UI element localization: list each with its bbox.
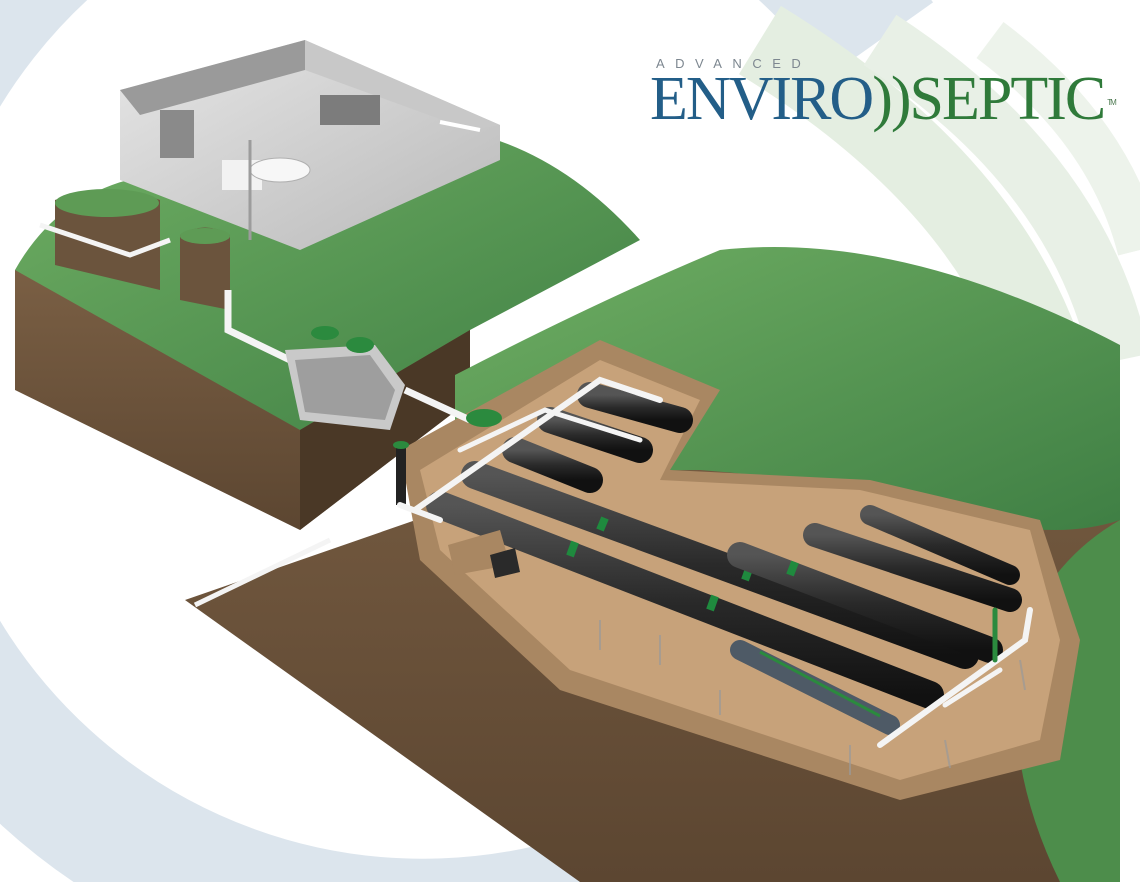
distribution-box [448, 530, 520, 578]
house-drain-pipe [39, 222, 292, 364]
logo-septic-text: SEPTIC [909, 65, 1107, 133]
pipe-row-6 [727, 542, 1003, 663]
septic-tank [285, 326, 405, 430]
logo-enviro-text: ENVIRO [650, 65, 874, 133]
pipe-row-1 [577, 382, 693, 433]
logo-trademark: TM [1107, 98, 1116, 107]
pipe-row-3 [502, 437, 603, 493]
house-lot-terrain [15, 130, 640, 530]
septic-pipe-rows [426, 382, 1022, 735]
pipe-row-5 [426, 491, 944, 709]
flow-arrows [599, 620, 1026, 775]
tank-outlet-pipe [193, 386, 502, 608]
pipe-row-2 [537, 407, 653, 463]
pipe-row-8 [860, 505, 1020, 585]
house-cutaway [120, 40, 500, 250]
distribution-manifold [397, 376, 1033, 748]
pipe-row-7 [803, 523, 1022, 612]
pipe-row-inspection [730, 640, 900, 735]
logo-advanced-text: ADVANCED [656, 56, 812, 71]
logo-separator: )) [872, 65, 911, 133]
